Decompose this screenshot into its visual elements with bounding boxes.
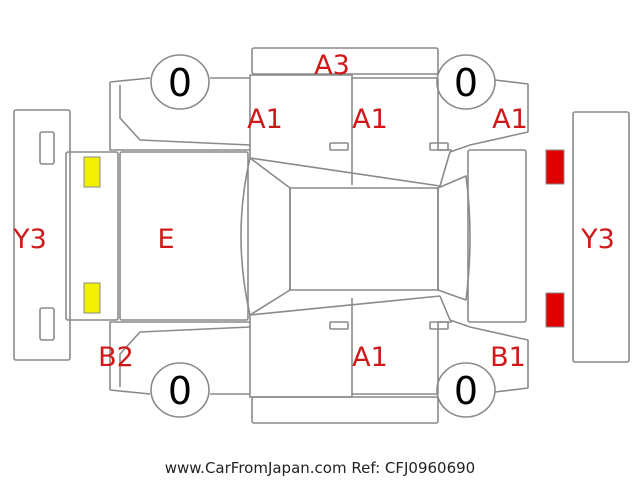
tire-rear-left-shape	[436, 54, 496, 110]
cabin-outline	[249, 157, 441, 316]
door-handle-top-left	[329, 142, 349, 151]
tire-front-left-label: 0	[168, 61, 192, 105]
tire-front-right-shape	[150, 362, 210, 418]
taillight-bottom	[545, 292, 565, 328]
damage-code-door-rear-bottom: A1	[352, 342, 388, 373]
front-bumper-slot-top	[39, 131, 55, 165]
rear-deck	[467, 149, 527, 323]
hood	[119, 151, 249, 321]
damage-code-door-rear-left-top: A1	[352, 104, 388, 135]
tire-front-left-shape	[150, 54, 210, 110]
front-bumper-slot-bottom	[39, 307, 55, 341]
door-handle-bottom-left	[329, 321, 349, 330]
headlight-top	[83, 156, 101, 188]
rear-window	[437, 175, 471, 301]
damage-code-bumper-rear: Y3	[580, 224, 615, 255]
damage-code-door-front-left-top: A1	[247, 104, 283, 135]
front-fascia	[65, 151, 119, 321]
footer-reference-text: www.CarFromJapan.com Ref: CFJ0960690	[165, 459, 475, 477]
door-handle-top-right	[429, 142, 449, 151]
rear-bumper	[572, 111, 630, 363]
roof-strip-top	[251, 47, 439, 75]
taillight-top	[545, 149, 565, 185]
damage-code-hood: E	[157, 224, 174, 255]
front-bumper	[13, 109, 71, 361]
tire-rear-right-label: 0	[454, 369, 478, 413]
damage-code-corner-rear-bottom: B1	[490, 342, 526, 373]
roof-strip-bottom	[251, 396, 439, 424]
tire-rear-right-shape	[436, 362, 496, 418]
tire-rear-left-label: 0	[454, 61, 478, 105]
door-handle-bottom-right	[429, 321, 449, 330]
damage-code-corner-front-bottom: B2	[98, 342, 134, 373]
body-side-top	[109, 74, 529, 187]
damage-code-bumper-front: Y3	[12, 224, 47, 255]
tire-front-right-label: 0	[168, 369, 192, 413]
damage-code-quarter-rear-top: A1	[492, 104, 528, 135]
damage-code-roof-top: A3	[314, 50, 350, 81]
roof	[289, 187, 439, 291]
headlight-bottom	[83, 282, 101, 314]
